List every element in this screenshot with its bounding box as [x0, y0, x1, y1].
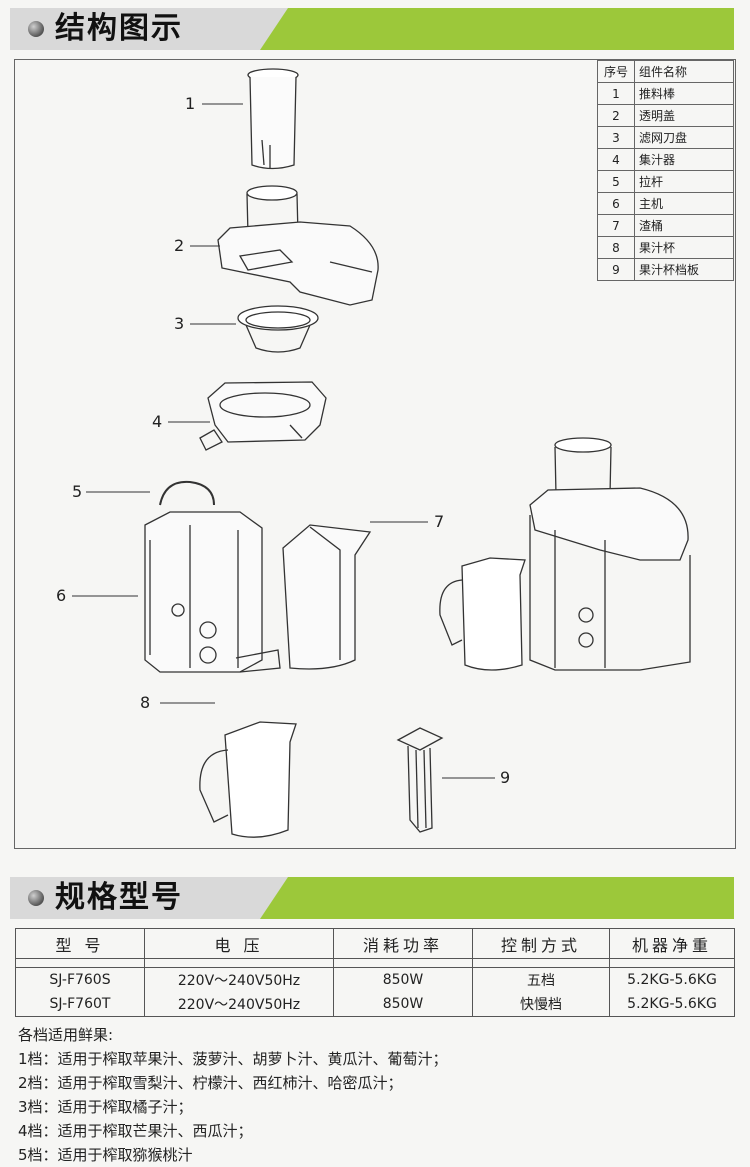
spec-cell: 5.2KG-5.6KG — [609, 967, 735, 992]
parts-num: 7 — [597, 214, 635, 237]
fruit-notes: 各档适用鲜果: 1档：适用于榨取苹果汁、菠萝汁、胡萝卜汁、黄瓜汁、葡萄汁； 2档… — [18, 1023, 448, 1167]
spec-header-model: 型 号 — [15, 928, 145, 959]
parts-name: 滤网刀盘 — [634, 126, 734, 149]
spec-cell: 220V～240V50Hz — [144, 967, 334, 992]
spec-title: 规格型号 — [55, 880, 183, 915]
spec-cell: 850W — [333, 967, 473, 992]
fruit-notes-title: 各档适用鲜果: — [18, 1026, 114, 1044]
juice-cup-drawing — [199, 721, 297, 838]
fruit-note-line: 5档：适用于榨取猕猴桃汁 — [18, 1146, 193, 1164]
parts-num: 6 — [597, 192, 635, 215]
callout-4: 4 — [152, 412, 163, 431]
spec-table: 型 号 电 压 消耗功率 控制方式 机器净重 SJ-F760S 220V～240… — [15, 928, 735, 1017]
parts-header-name: 组件名称 — [634, 60, 734, 83]
bullet-icon — [28, 890, 44, 906]
structure-diagram — [72, 68, 691, 838]
parts-name: 集汁器 — [634, 148, 734, 171]
spec-cell: 五档 — [472, 967, 610, 992]
callout-1: 1 — [185, 94, 196, 113]
fruit-note-line: 1档：适用于榨取苹果汁、菠萝汁、胡萝卜汁、黄瓜汁、葡萄汁； — [18, 1050, 448, 1068]
spec-banner: 规格型号 — [10, 877, 734, 919]
fruit-note-line: 3档：适用于榨取橘子汁； — [18, 1098, 193, 1116]
parts-num: 9 — [597, 258, 635, 281]
spec-header-voltage: 电 压 — [144, 928, 334, 959]
main-body-drawing — [144, 480, 281, 673]
filter-drawing — [237, 305, 319, 353]
fruit-note-line: 4档：适用于榨取芒果汁、西瓜汁； — [18, 1122, 253, 1140]
callout-5: 5 — [72, 482, 83, 501]
fruit-note-line: 2档：适用于榨取雪梨汁、柠檬汁、西红柿汁、哈密瓜汁； — [18, 1074, 403, 1092]
parts-num: 1 — [597, 82, 635, 105]
cup-baffle-drawing — [396, 727, 444, 833]
callout-3: 3 — [174, 314, 185, 333]
pulp-bin-drawing — [282, 524, 372, 670]
parts-num: 2 — [597, 104, 635, 127]
banner-graphic — [10, 877, 734, 919]
parts-name: 拉杆 — [634, 170, 734, 193]
spec-header-power: 消耗功率 — [333, 928, 473, 959]
assembled-juicer-drawing — [439, 437, 691, 671]
structure-banner: 结构图示 — [10, 8, 734, 50]
parts-num: 8 — [597, 236, 635, 259]
parts-name: 透明盖 — [634, 104, 734, 127]
parts-name: 主机 — [634, 192, 734, 215]
parts-name: 渣桶 — [634, 214, 734, 237]
callout-8: 8 — [140, 693, 151, 712]
callout-2: 2 — [174, 236, 185, 255]
callout-7: 7 — [434, 512, 445, 531]
spec-cell: 5.2KG-5.6KG — [609, 992, 735, 1017]
spec-header-row: 型 号 电 压 消耗功率 控制方式 机器净重 — [15, 928, 735, 959]
banner-graphic — [10, 8, 734, 50]
parts-num: 5 — [597, 170, 635, 193]
parts-header-num: 序号 — [597, 60, 635, 83]
spec-row: SJ-F760S 220V～240V50Hz 850W 五档 5.2KG-5.6… — [15, 967, 735, 992]
callout-6: 6 — [56, 586, 67, 605]
spec-row: SJ-F760T 220V～240V50Hz 850W 快慢档 5.2KG-5.… — [15, 992, 735, 1017]
parts-name: 果汁杯档板 — [634, 258, 734, 281]
spec-cell: SJ-F760S — [15, 967, 145, 992]
spec-header-control: 控制方式 — [472, 928, 610, 959]
parts-header-row: 序号 组件名称 — [597, 60, 734, 83]
spec-cell: 220V～240V50Hz — [144, 992, 334, 1017]
parts-num: 3 — [597, 126, 635, 149]
callout-9: 9 — [500, 768, 511, 787]
parts-name: 果汁杯 — [634, 236, 734, 259]
spec-cell: 快慢档 — [472, 992, 610, 1017]
spec-cell: 850W — [333, 992, 473, 1017]
lid-drawing — [217, 185, 379, 306]
spec-header-weight: 机器净重 — [609, 928, 735, 959]
spec-gap-row — [15, 958, 735, 968]
parts-num: 4 — [597, 148, 635, 171]
parts-name: 推料棒 — [634, 82, 734, 105]
structure-title: 结构图示 — [55, 11, 183, 46]
collector-drawing — [199, 381, 327, 451]
diagram-frame — [14, 59, 736, 849]
bullet-icon — [28, 21, 44, 37]
pusher-drawing — [247, 68, 299, 170]
spec-cell: SJ-F760T — [15, 992, 145, 1017]
